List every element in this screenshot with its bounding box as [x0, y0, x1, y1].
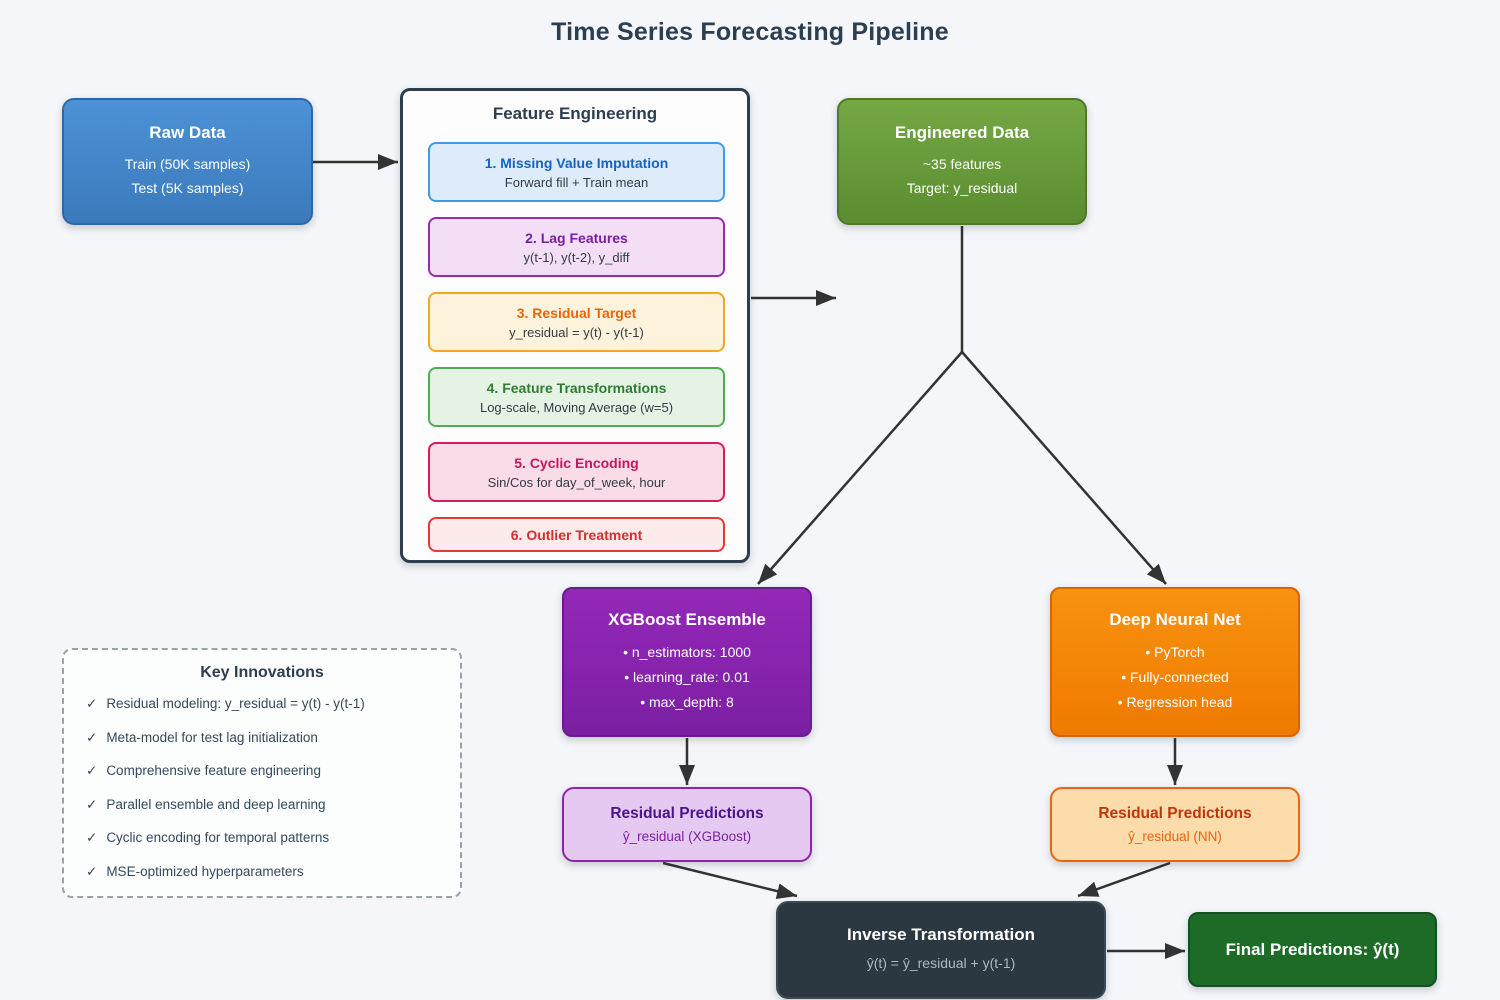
arrow-residualnn-to-inverse	[1077, 861, 1171, 898]
check-icon: ✓	[86, 729, 98, 745]
key-innovation-item: ✓ Comprehensive feature engineering	[86, 763, 438, 779]
residual-nn-title: Residual Predictions	[1098, 805, 1252, 822]
fe-step-detail: Sin/Cos for day_of_week, hour	[487, 474, 666, 490]
check-icon: ✓	[86, 763, 98, 778]
fe-step-label: 6. Outlier Treatment	[510, 526, 643, 543]
xgboost-learning-rate: • learning_rate: 0.01	[624, 668, 750, 685]
fe-step-cyclic-encoding: 5. Cyclic Encoding Sin/Cos for day_of_we…	[428, 442, 725, 502]
fe-step-detail: y_residual = y(t) - y(t-1)	[509, 324, 644, 340]
check-icon: ✓	[86, 696, 98, 711]
residual-predictions-nn-node: Residual Predictions ŷ_residual (NN)	[1050, 787, 1300, 862]
inverse-formula: ŷ(t) = ŷ_residual + y(t-1)	[866, 955, 1016, 971]
feature-engineering-group: Feature Engineering 1. Missing Value Imp…	[400, 88, 750, 563]
deep-neural-net-node: Deep Neural Net • PyTorch • Fully-connec…	[1050, 587, 1300, 737]
key-innovation-item: ✓ MSE-optimized hyperparameters	[86, 864, 438, 880]
residual-nn-subtitle: ŷ_residual (NN)	[1128, 829, 1222, 844]
fe-step-lag-features: 2. Lag Features y(t-1), y(t-2), y_diff	[428, 217, 725, 277]
key-innovation-item: ✓ Cyclic encoding for temporal patterns	[86, 830, 438, 846]
key-innovation-text: Residual modeling: y_residual = y(t) - y…	[106, 696, 365, 711]
fe-step-residual-target: 3. Residual Target y_residual = y(t) - y…	[428, 292, 725, 352]
key-innovation-item: ✓ Meta-model for test lag initialization	[86, 730, 438, 746]
engineered-data-target: Target: y_residual	[906, 180, 1018, 196]
page-title: Time Series Forecasting Pipeline	[551, 18, 949, 46]
check-icon: ✓	[86, 796, 98, 812]
key-innovation-text: MSE-optimized hyperparameters	[106, 863, 304, 879]
dnn-title: Deep Neural Net	[1109, 609, 1241, 629]
raw-data-title: Raw Data	[149, 123, 226, 142]
dnn-fully-connected: • Fully-connected	[1121, 668, 1229, 685]
final-predictions-title: Final Predictions: ŷ(t)	[1225, 939, 1400, 959]
residual-xgb-subtitle: ŷ_residual (XGBoost)	[622, 829, 752, 844]
dnn-pytorch: • PyTorch	[1145, 643, 1205, 660]
key-innovations-panel: Key Innovations ✓ Residual modeling: y_r…	[62, 648, 462, 898]
inverse-title: Inverse Transformation	[846, 925, 1035, 944]
key-innovation-item: ✓ Residual modeling: y_residual = y(t) -…	[86, 696, 438, 712]
fe-step-feature-transformations: 4. Feature Transformations Log-scale, Mo…	[428, 367, 725, 427]
fe-step-detail: Log-scale, Moving Average (w=5)	[479, 399, 674, 415]
fe-step-detail: y(t-1), y(t-2), y_diff	[523, 249, 630, 265]
fe-step-label: 4. Feature Transformations	[486, 379, 667, 396]
residual-xgb-title: Residual Predictions	[610, 805, 764, 822]
key-innovation-text: Parallel ensemble and deep learning	[106, 796, 326, 812]
check-icon: ✓	[86, 863, 98, 879]
xgboost-ensemble-node: XGBoost Ensemble • n_estimators: 1000 • …	[562, 587, 812, 737]
key-innovations-title: Key Innovations	[200, 664, 324, 681]
dnn-regression-head: • Regression head	[1117, 693, 1233, 710]
engineered-data-features: ~35 features	[922, 156, 1002, 172]
fe-step-label: 2. Lag Features	[525, 229, 628, 246]
fe-step-outlier-treatment: 6. Outlier Treatment	[428, 517, 725, 552]
fe-step-label: 3. Residual Target	[516, 304, 637, 321]
fe-step-detail: Forward fill + Train mean	[504, 174, 649, 190]
check-icon: ✓	[86, 830, 98, 845]
key-innovation-text: Cyclic encoding for temporal patterns	[106, 830, 330, 845]
xgboost-max-depth: • max_depth: 8	[640, 693, 734, 710]
feature-engineering-title: Feature Engineering	[492, 104, 658, 123]
inverse-transformation-node: Inverse Transformation ŷ(t) = ŷ_residual…	[776, 901, 1106, 999]
key-innovation-text: Comprehensive feature engineering	[106, 763, 321, 778]
key-innovation-item: ✓ Parallel ensemble and deep learning	[86, 797, 438, 813]
fe-step-label: 1. Missing Value Imputation	[484, 154, 669, 171]
arrow-engineered-to-dnn	[961, 351, 1167, 585]
raw-data-test: Test (5K samples)	[131, 180, 244, 196]
raw-data-train: Train (50K samples)	[124, 156, 251, 172]
fe-step-label: 5. Cyclic Encoding	[514, 454, 639, 471]
key-innovation-text: Meta-model for test lag initialization	[106, 729, 318, 745]
xgboost-title: XGBoost Ensemble	[608, 609, 766, 629]
arrow-engineered-to-xgboost	[757, 351, 963, 585]
raw-data-node: Raw Data Train (50K samples) Test (5K sa…	[62, 98, 313, 225]
fe-step-missing-value-imputation: 1. Missing Value Imputation Forward fill…	[428, 142, 725, 202]
final-predictions-node: Final Predictions: ŷ(t)	[1188, 912, 1437, 987]
engineered-data-node: Engineered Data ~35 features Target: y_r…	[837, 98, 1087, 225]
residual-predictions-xgboost-node: Residual Predictions ŷ_residual (XGBoost…	[562, 787, 812, 862]
engineered-data-title: Engineered Data	[894, 123, 1030, 142]
arrow-residualxgb-to-inverse	[662, 861, 798, 899]
xgboost-n-estimators: • n_estimators: 1000	[623, 643, 751, 660]
